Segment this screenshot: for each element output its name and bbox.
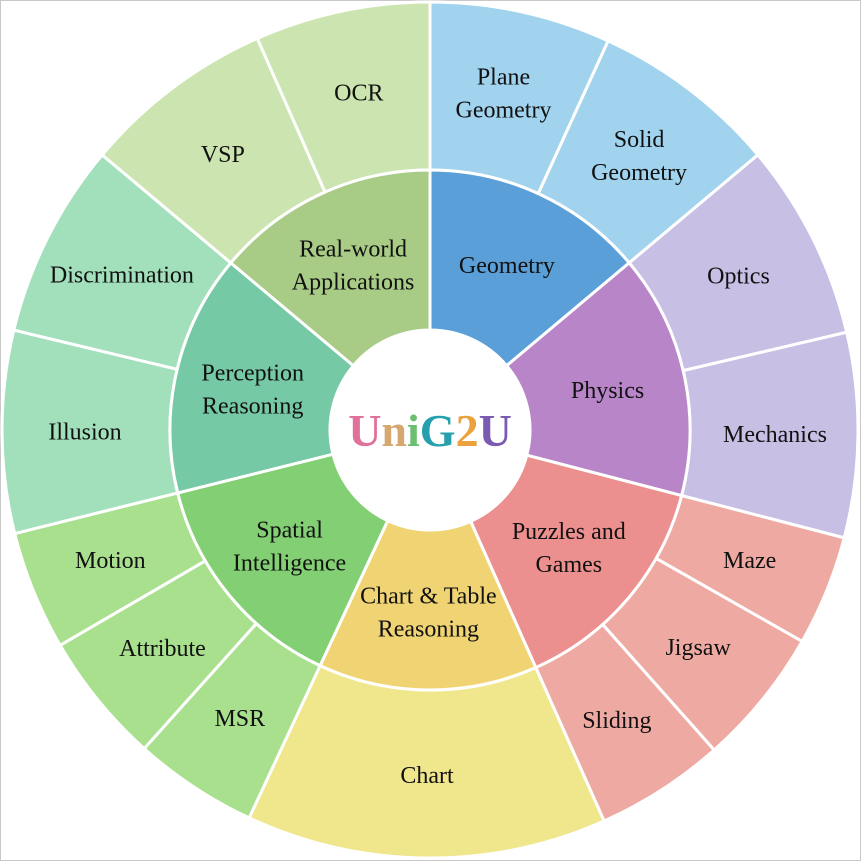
outer-label-maze: Maze <box>723 548 776 574</box>
outer-label-discrimination: Discrimination <box>50 263 194 289</box>
center-hole <box>330 330 530 530</box>
outer-label-optics: Optics <box>707 264 770 290</box>
title-letter: i <box>407 405 420 456</box>
outer-label-illusion: Illusion <box>48 420 121 446</box>
title-letter: 2 <box>456 405 479 456</box>
outer-label-ocr: OCR <box>334 80 383 106</box>
title-letter: U <box>348 405 381 456</box>
center-title: UniG2U <box>348 405 512 456</box>
inner-label-physics: Physics <box>571 378 644 404</box>
title-letter: n <box>381 405 407 456</box>
outer-label-mechanics: Mechanics <box>723 422 827 448</box>
inner-label-geometry: Geometry <box>459 253 555 279</box>
outer-label-chart: Chart <box>400 763 454 789</box>
outer-label-msr: MSR <box>214 706 265 732</box>
outer-label-jigsaw: Jigsaw <box>665 635 731 661</box>
outer-label-sliding: Sliding <box>582 708 651 734</box>
outer-label-attribute: Attribute <box>119 636 206 662</box>
title-letter: G <box>420 405 456 456</box>
outer-label-motion: Motion <box>75 548 146 574</box>
outer-label-vsp: VSP <box>201 142 245 168</box>
title-letter: U <box>479 405 512 456</box>
